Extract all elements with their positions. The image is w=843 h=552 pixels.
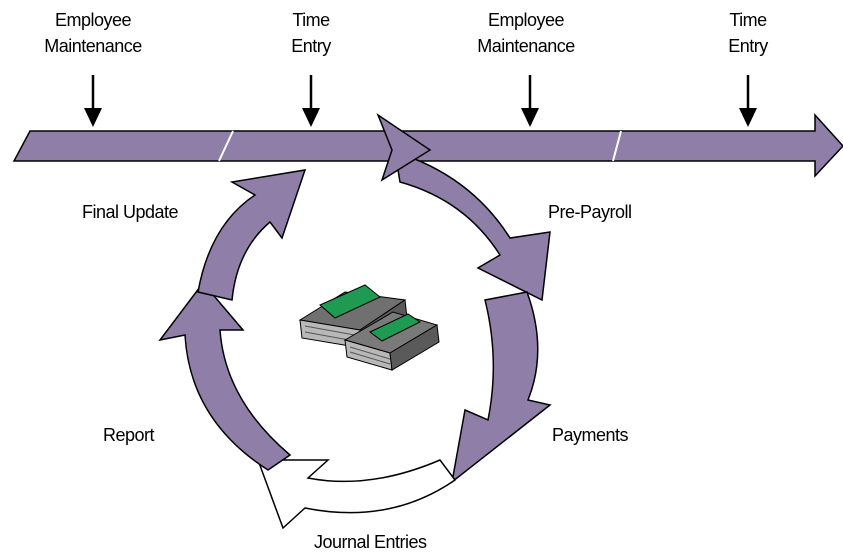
timeline-label-employee-maintenance-1: Employee Maintenance: [28, 7, 158, 59]
timeline-label-line2: Entry: [291, 36, 331, 56]
timeline-label-employee-maintenance-2: Employee Maintenance: [461, 7, 591, 59]
cycle-label-journal-entries: Journal Entries: [314, 532, 427, 552]
cycle-label-payments: Payments: [552, 425, 629, 445]
money-stacks-icon: [298, 284, 440, 371]
timeline-label-line2: Entry: [728, 36, 768, 56]
timeline-label-line2: Maintenance: [477, 36, 575, 56]
cycle-entry-arrowhead: [376, 113, 432, 182]
down-arrow-icon: [302, 75, 320, 127]
cycle-label-final-update: Final Update: [82, 202, 179, 222]
cycle-arrow-journal-entries: [256, 459, 457, 530]
timeline-label-time-entry-1: Time Entry: [266, 7, 356, 59]
cycle-label-report: Report: [103, 425, 155, 445]
down-arrow-icon: [739, 75, 757, 127]
timeline-label-line1: Time: [292, 10, 330, 30]
cycle-label-pre-payroll: Pre-Payroll: [548, 202, 632, 222]
down-arrow-icon: [84, 75, 102, 127]
timeline-label-time-entry-2: Time Entry: [703, 7, 793, 59]
cycle-arrow-report: [158, 281, 292, 471]
timeline-arrow: [12, 113, 843, 178]
timeline-label-line1: Employee: [487, 10, 565, 30]
timeline-label-line1: Employee: [54, 10, 132, 30]
down-arrow-icon: [521, 75, 539, 127]
cycle-arrow-pre-payroll: [394, 150, 551, 302]
cycle-arrow-final-update: [197, 169, 307, 301]
timeline-label-line2: Maintenance: [44, 36, 142, 56]
timeline-label-line1: Time: [729, 10, 767, 30]
cycle-arrow-payments: [450, 291, 552, 484]
